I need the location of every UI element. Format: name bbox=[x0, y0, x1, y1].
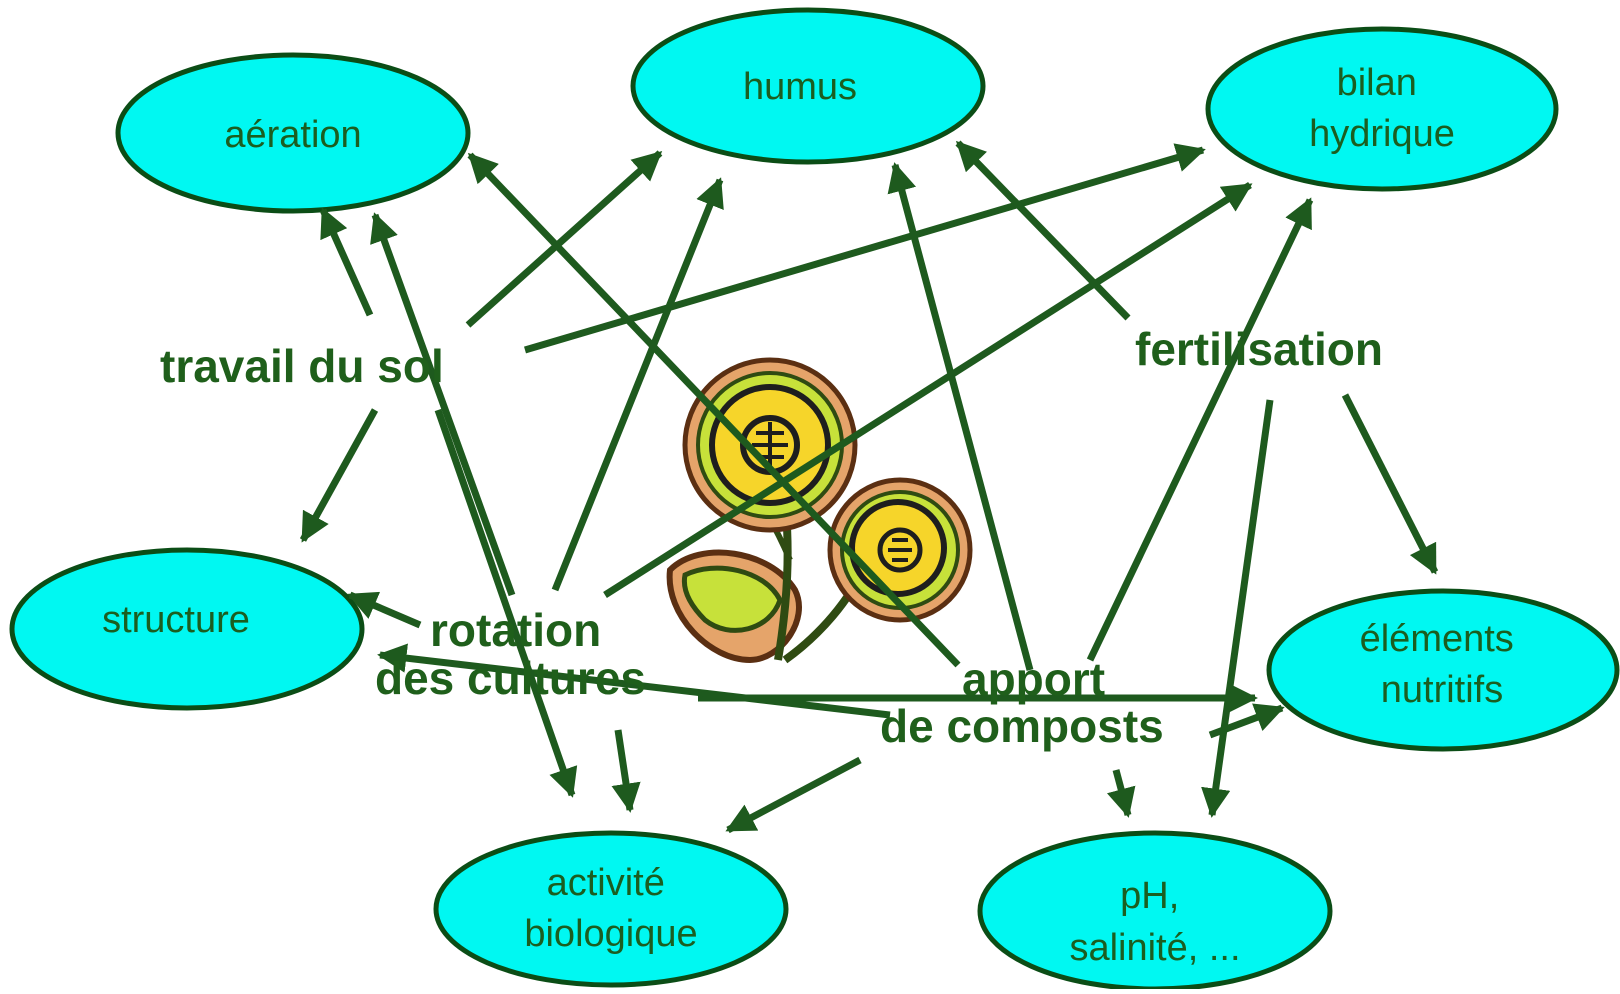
node-ph-salinite: pH, salinité, ... bbox=[977, 830, 1333, 992]
node-bilan-hydrique: bilan hydrique bbox=[1205, 26, 1559, 192]
arrow-travail-du-sol-to-aeration bbox=[319, 207, 374, 317]
arrow-fertilisation-to-ph-salinite bbox=[1201, 399, 1274, 818]
arrow-rotation-des-cultures-to-humus bbox=[551, 177, 724, 592]
arrow-rotation-des-cultures-to-bilan-hydrique bbox=[603, 182, 1253, 598]
practice-rotation-des-cultures: rotation des cultures bbox=[375, 604, 646, 704]
practice-travail-du-sol: travail du sol bbox=[160, 340, 444, 392]
practice-fertilisation: fertilisation bbox=[1135, 323, 1383, 375]
node-structure: structure bbox=[9, 547, 365, 711]
node-activite-biologique-shape bbox=[433, 830, 789, 988]
link-layer bbox=[299, 140, 1439, 834]
arrow-fertilisation-to-elements-nutritifs bbox=[1341, 393, 1439, 575]
node-humus: humus bbox=[630, 7, 986, 165]
node-aeration-label: aération bbox=[224, 114, 361, 156]
node-aeration: aération bbox=[115, 52, 471, 214]
node-aeration-shape bbox=[115, 52, 471, 214]
arrow-travail-du-sol-to-structure bbox=[299, 408, 379, 543]
node-structure-label: structure bbox=[102, 599, 250, 641]
arrow-rotation-des-cultures-to-structure bbox=[347, 591, 422, 629]
arrow-fertilisation-to-humus bbox=[955, 140, 1131, 321]
arrow-travail-du-sol-to-activite-biologique bbox=[434, 408, 578, 798]
node-activite-biologique: activité biologique bbox=[433, 830, 789, 988]
arrow-travail-du-sol-to-humus bbox=[465, 150, 663, 328]
node-structure-shape bbox=[9, 547, 365, 711]
node-humus-shape bbox=[630, 7, 986, 165]
node-ph-salinite-label: pH, salinité, ... bbox=[1069, 875, 1240, 969]
node-elements-nutritifs-label: éléments nutritifs bbox=[1360, 618, 1525, 711]
node-activite-biologique-label: activité biologique bbox=[524, 862, 697, 955]
arrow-apport-de-composts-to-ph-salinite bbox=[1106, 769, 1136, 818]
node-elements-nutritifs: éléments nutritifs bbox=[1266, 588, 1620, 752]
arrow-apport-de-composts-to-aeration bbox=[467, 152, 961, 668]
arrow-apport-de-composts-to-humus bbox=[887, 162, 1034, 671]
arrow-apport-de-composts-to-bilan-hydrique bbox=[1086, 197, 1314, 662]
practice-apport-de-composts: apport de composts bbox=[880, 653, 1164, 752]
arrow-apport-de-composts-to-structure bbox=[377, 643, 891, 719]
arrow-rotation-des-cultures-to-activite-biologique bbox=[611, 729, 641, 813]
node-humus-label: humus bbox=[743, 66, 857, 108]
node-bilan-hydrique-label: bilan hydrique bbox=[1309, 62, 1455, 155]
node-elements-nutritifs-shape bbox=[1266, 588, 1620, 752]
node-bilan-hydrique-shape bbox=[1205, 26, 1559, 192]
sunflower-clipart-icon bbox=[666, 357, 973, 664]
arrow-travail-du-sol-to-bilan-hydrique bbox=[524, 143, 1206, 354]
arrow-apport-de-composts-to-activite-biologique bbox=[725, 756, 862, 834]
arrow-rotation-des-cultures-to-aeration bbox=[370, 212, 516, 597]
